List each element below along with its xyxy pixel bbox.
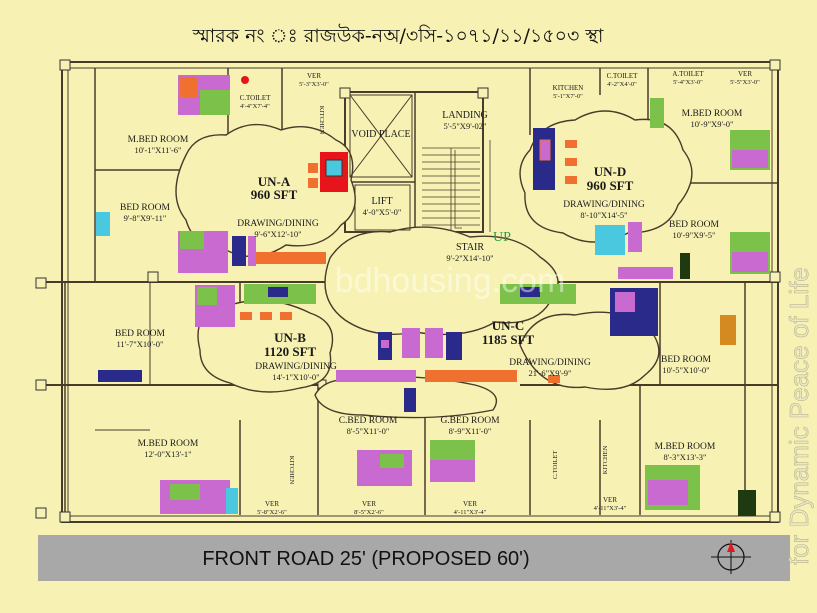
lift-label: LIFT — [371, 196, 392, 207]
room-a-dining: DRAWING/DINING — [237, 219, 319, 229]
unit-c-area: 1185 SFT — [482, 332, 535, 347]
room-b-ver2: VER — [362, 500, 376, 508]
room-a-ver-dim: 5'-3"X3'-0" — [299, 81, 329, 88]
furniture-unit-d — [533, 98, 770, 279]
room-d-ver: VER — [738, 70, 752, 78]
room-a-ctoilet-dim: 4'-4"X7'-4" — [240, 103, 270, 110]
stair-dim: 9'-2"X14'-10" — [446, 253, 493, 263]
landing-label: LANDING — [442, 110, 488, 121]
room-b-cbed: C.BED ROOM — [339, 416, 398, 426]
unit-c-title: UN-C — [492, 318, 525, 333]
unit-a-area: 960 SFT — [251, 187, 298, 202]
void-place — [349, 94, 413, 178]
room-b-mbed-dim: 12'-0"X13'-1" — [144, 449, 191, 459]
north-compass-icon — [711, 540, 751, 574]
room-d-atoilet-dim: 5'-4"X3'-0" — [673, 79, 703, 86]
room-d-bed: BED ROOM — [669, 220, 719, 230]
room-b-cbed-dim: 8'-5"X11'-0" — [347, 426, 390, 436]
watermark-text: bdhousing.com — [335, 262, 566, 300]
room-a-dining-dim: 9'-6"X12'-10" — [254, 229, 301, 239]
unit-d-area: 960 SFT — [587, 178, 634, 193]
room-b-kitchen: KITCHEN — [288, 456, 295, 485]
brand-side-text: for Dynamic Peace of Life — [784, 267, 814, 565]
room-c-ver: VER — [463, 500, 477, 508]
room-c-dining: DRAWING/DINING — [509, 358, 591, 368]
room-d-kitchen: KITCHEN — [553, 84, 584, 92]
room-d-ver-dim: 5'-5"X3'-0" — [730, 79, 760, 86]
lift-dim: 4'-0"X5'-0" — [363, 207, 402, 217]
room-b-ver: VER — [265, 500, 279, 508]
room-d-ctoilet: C.TOILET — [607, 72, 639, 80]
columns — [35, 59, 781, 523]
room-d-mbed-dim: 10'-9"X9'-0" — [690, 119, 733, 129]
room-b-dining-dim: 14'-1"X10'-0" — [272, 372, 319, 382]
room-c-mbed-dim: 8'-3"X13'-3" — [663, 452, 706, 462]
room-a-kitchen: KITCHEN — [318, 106, 325, 135]
room-b-dining: DRAWING/DINING — [255, 362, 337, 372]
front-road-label: FRONT ROAD 25' (PROPOSED 60') — [202, 548, 529, 570]
room-c-ver-dim: 4'-11"X3'-4" — [454, 509, 487, 516]
room-b-mbed: M.BED ROOM — [138, 439, 199, 449]
furniture-unit-c — [404, 284, 756, 516]
room-c-ver-small-dim: 4'-11"X3'-4" — [594, 505, 627, 512]
lift-shaft — [354, 184, 411, 231]
void-label: VOID PLACE — [351, 129, 410, 140]
unit-d-title: UN-D — [594, 164, 627, 179]
room-d-dining-dim: 8'-10"X14'-5" — [580, 210, 627, 220]
furniture-unit-b — [98, 284, 420, 514]
memo-number: স্মারক নং ঃ রাজউক-নঅ/৩সি-১০৭১/১১/১৫০৩ স্… — [192, 24, 604, 47]
room-c-bed-dim: 10'-5"X10'-0" — [662, 365, 709, 375]
front-road-bar — [38, 535, 790, 581]
room-b-ver-dim: 5'-8"X2'-6" — [257, 509, 287, 516]
room-b-bed-dim: 11'-7"X10'-0" — [117, 339, 164, 349]
stair-steps — [422, 140, 491, 232]
room-a-ctoilet: C.TOILET — [240, 94, 272, 102]
room-b-ver2-dim: 8'-5"X2'-6" — [354, 509, 384, 516]
unit-a-title: UN-A — [258, 174, 291, 189]
room-c-mbed: M.BED ROOM — [655, 442, 716, 452]
room-d-dining: DRAWING/DINING — [563, 200, 645, 210]
room-b-bed: BED ROOM — [115, 329, 165, 339]
room-c-ver-small: VER — [603, 496, 617, 504]
room-c-kitchen: KITCHEN — [602, 445, 609, 474]
room-a-bed: BED ROOM — [120, 203, 170, 213]
room-c-dining-dim: 21'-6"X9'-9" — [528, 368, 571, 378]
room-d-bed-dim: 10'-9"X9'-5" — [672, 230, 715, 240]
stair-label: STAIR — [456, 242, 484, 253]
unit-b-area: 1120 SFT — [264, 344, 317, 359]
room-d-mbed: M.BED ROOM — [682, 109, 743, 119]
room-d-ctoilet-dim: 4'-2"X4'-0" — [607, 81, 637, 88]
room-c-ctoilet: C.TOILET — [552, 451, 559, 480]
room-a-mbed: M.BED ROOM — [128, 135, 189, 145]
room-c-bed: BED ROOM — [661, 355, 711, 365]
room-c-gbed-dim: 8'-9"X11'-0" — [449, 426, 492, 436]
room-a-bed-dim: 9'-8"X9'-11" — [124, 213, 167, 223]
room-c-gbed: G.BED ROOM — [440, 416, 500, 426]
room-d-kitchen-dim: 5'-1"X7'-0" — [553, 93, 583, 100]
unit-b-title: UN-B — [274, 330, 306, 345]
room-d-atoilet: A.TOILET — [672, 70, 704, 78]
furniture-unit-a — [96, 75, 348, 273]
landing-dim: 5'-5"X9'-02" — [443, 121, 486, 131]
room-a-ver: VER — [307, 72, 321, 80]
room-a-mbed-dim: 10'-1"X11'-6" — [135, 145, 182, 155]
up-arrow-label: UP — [493, 230, 511, 245]
